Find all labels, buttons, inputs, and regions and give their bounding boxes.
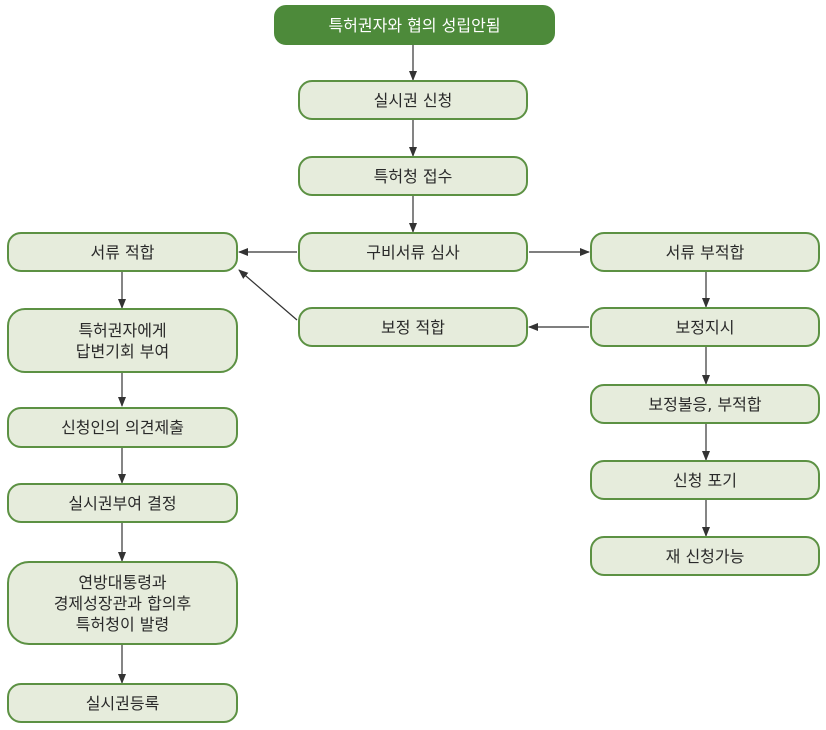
node-license-registration: 실시권등록 [7,683,238,723]
node-no-agreement: 특허권자와 협의 성립안됨 [274,5,555,45]
node-documents-deficient: 서류 부적합 [590,232,820,272]
node-apply: 실시권 신청 [298,80,528,120]
node-approval-issued: 연방대통령과 경제성장관과 합의후 특허청이 발령 [7,561,238,645]
arrow-amend-ok-to-docs-ok [238,269,298,321]
node-applicant-opinion: 신청인의 의견제출 [7,407,238,448]
node-amendment-ok: 보정 적합 [298,307,528,347]
node-documents-ok: 서류 적합 [7,232,238,272]
node-receipt: 특허청 접수 [298,156,528,196]
node-withdraw: 신청 포기 [590,460,820,500]
node-grant-decision: 실시권부여 결정 [7,483,238,523]
node-amendment-failed: 보정불응, 부적합 [590,384,820,424]
node-amendment-order: 보정지시 [590,307,820,347]
node-reapply-possible: 재 신청가능 [590,536,820,576]
node-document-review: 구비서류 심사 [298,232,528,272]
node-reply-opportunity: 특허권자에게 답변기회 부여 [7,308,238,373]
